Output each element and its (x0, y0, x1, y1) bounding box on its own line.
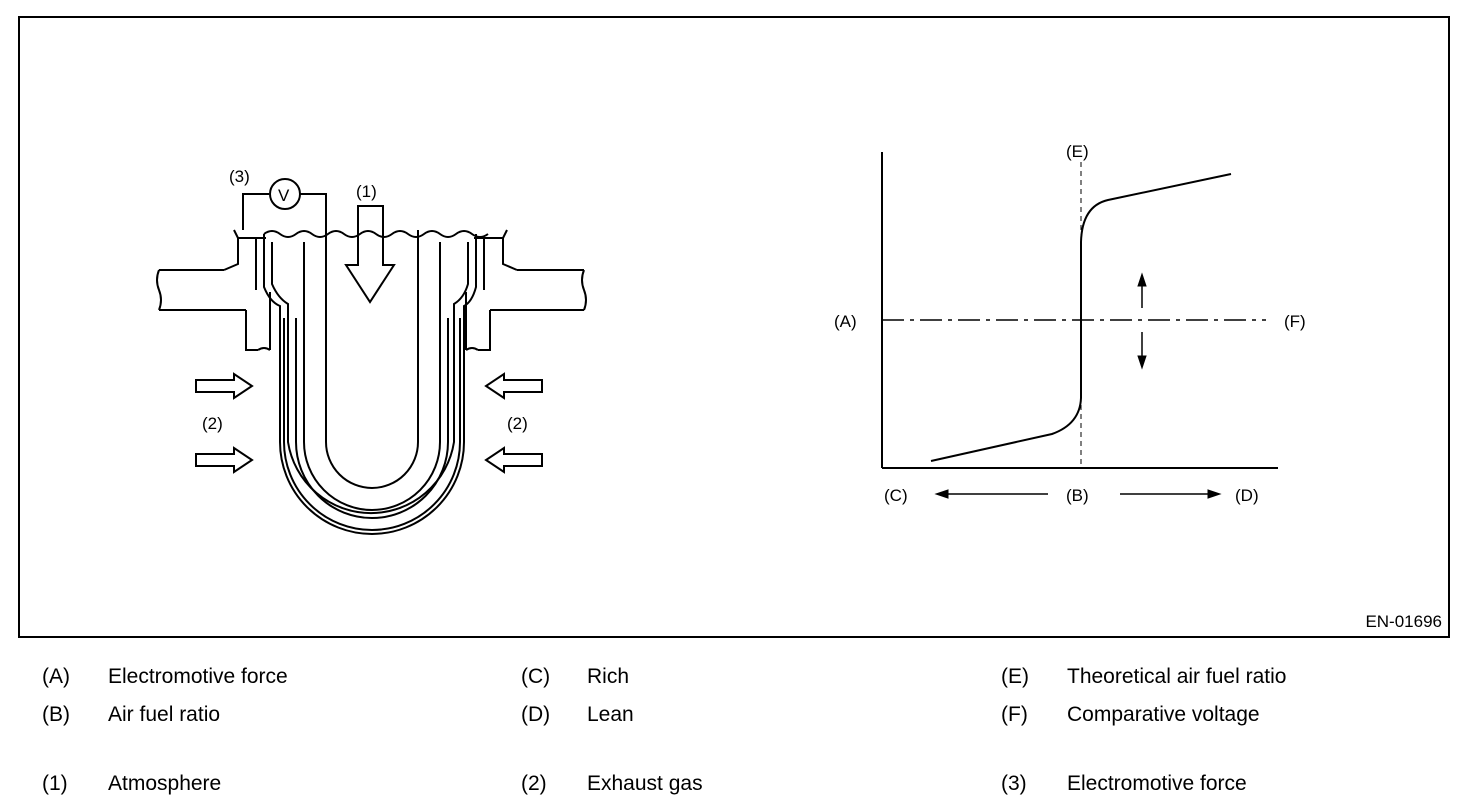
legend-key: (A) (42, 665, 70, 688)
exhaust-pipe-left (156, 229, 271, 351)
legend-key: (2) (521, 772, 547, 795)
exhaust-arrow-right-top-icon (484, 372, 543, 400)
exhaust-arrow-left-top-icon (195, 372, 254, 400)
legend-text: Lean (587, 703, 634, 726)
voltmeter-symbol: V (278, 186, 290, 205)
legend-key: (F) (1001, 703, 1028, 726)
legend-text: Electromotive force (1067, 772, 1247, 795)
legend-key: (1) (42, 772, 68, 795)
output-graph (881, 152, 1278, 499)
legend-key: (D) (521, 703, 551, 726)
figure-frame: (3) V (1) (2) (2) (E) (A) (18, 16, 1450, 638)
up-arrow-icon (1137, 272, 1147, 287)
sensor-top-cap (263, 230, 489, 238)
atmosphere-marker: (1) (356, 182, 377, 201)
legend-text: Comparative voltage (1067, 703, 1260, 726)
label-c: (C) (884, 486, 908, 505)
legend-text: Exhaust gas (587, 772, 703, 795)
down-arrow-icon (1137, 355, 1147, 370)
exhaust-pipe-right (465, 229, 587, 351)
sensor-element (263, 230, 477, 535)
voltmeter-circuit (242, 178, 327, 230)
legend-text: Electromotive force (108, 665, 288, 688)
label-e: (E) (1066, 142, 1089, 161)
label-d: (D) (1235, 486, 1259, 505)
legend-key: (E) (1001, 665, 1029, 688)
emf-curve (930, 173, 1232, 462)
exhaust-arrow-right-bottom-icon (484, 446, 543, 474)
voltmeter-icon (269, 178, 301, 210)
exhaust-arrow-left-bottom-icon (195, 446, 254, 474)
figure-code: EN-01696 (1365, 612, 1442, 631)
label-f: (F) (1284, 312, 1306, 331)
exhaust-marker-left: (2) (202, 414, 223, 433)
left-arrow-icon (934, 489, 949, 499)
label-b: (B) (1066, 486, 1089, 505)
right-arrow-icon (1207, 489, 1222, 499)
legend-key: (B) (42, 703, 70, 726)
legend-text: Theoretical air fuel ratio (1067, 665, 1287, 688)
legend-text: Rich (587, 665, 630, 688)
oxygen-sensor-diagram (156, 178, 587, 535)
exhaust-marker-right: (2) (507, 414, 528, 433)
emf-marker: (3) (229, 167, 250, 186)
atmosphere-arrow-icon (344, 205, 396, 304)
legend-text: Atmosphere (108, 772, 222, 795)
legend-key: (C) (521, 665, 551, 688)
legend-key: (3) (1001, 772, 1027, 795)
label-a: (A) (834, 312, 857, 331)
legend-text: Air fuel ratio (108, 703, 221, 726)
